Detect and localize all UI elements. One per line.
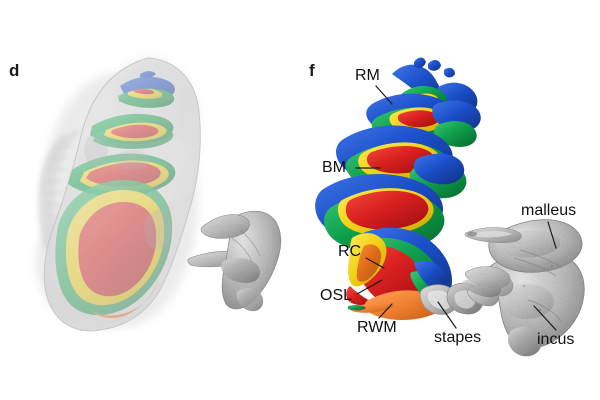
panel-letter-f: f <box>309 61 315 80</box>
annotation-label-rm: RM <box>355 67 380 84</box>
panel-d-bone-overlay <box>44 58 201 331</box>
panel-f-turn-third <box>336 125 467 199</box>
annotation-label-bm: BM <box>322 159 346 176</box>
leader-line-osl <box>356 279 383 295</box>
leader-line-rc <box>365 257 385 269</box>
panel-d <box>36 57 282 332</box>
panel-d-turn-apical <box>118 71 175 108</box>
annotation-label-stapes: stapes <box>434 329 482 346</box>
panel-d-bone-speckle <box>84 134 172 250</box>
leader-line-rm <box>375 85 393 105</box>
panel-f-malleus <box>464 219 583 273</box>
leader-line-stapes <box>437 301 457 329</box>
panel-f-leader-lines <box>355 85 557 331</box>
annotation-label-osl: OSL <box>320 287 353 304</box>
panel-f-ossicles <box>419 219 585 357</box>
annotation-label-malleus: malleus <box>521 202 577 219</box>
leader-line-incus <box>533 305 557 331</box>
annotation-label-incus: incus <box>537 331 575 348</box>
leader-line-rwm <box>378 303 393 319</box>
panel-d-cochlear-spiral <box>55 71 176 319</box>
panel-letter-d: d <box>9 61 20 80</box>
panel-d-turn-second <box>90 113 174 149</box>
panel-d-turn-basal <box>55 180 173 319</box>
panel-d-ossicles <box>187 210 282 312</box>
leader-line-malleus <box>547 221 557 249</box>
annotation-label-rwm: RWM <box>357 319 397 336</box>
annotation-label-rc: RC <box>338 243 362 260</box>
panel-f <box>315 57 585 357</box>
